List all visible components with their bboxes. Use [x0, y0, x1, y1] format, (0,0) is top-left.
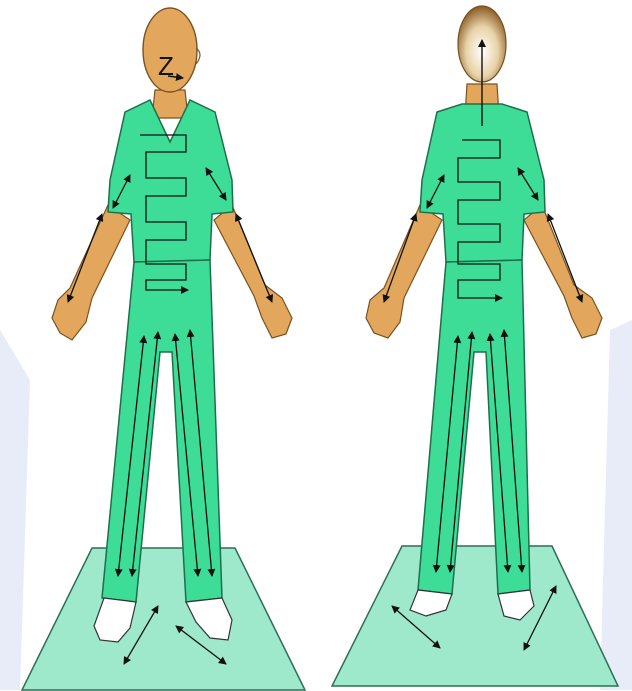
- back-view-figure: [332, 6, 618, 686]
- front-floor-mat: [22, 548, 305, 690]
- back-shirt: [420, 104, 545, 262]
- back-right-arm: [524, 205, 602, 338]
- background-panel-right: [600, 320, 632, 690]
- front-view-figure: Z: [22, 8, 305, 690]
- back-floor-mat: [332, 546, 618, 686]
- back-pants: [418, 260, 530, 594]
- front-left-arm: [52, 205, 130, 340]
- back-left-arm: [366, 205, 442, 338]
- front-right-arm: [214, 205, 292, 338]
- background-panel-left: [0, 330, 30, 690]
